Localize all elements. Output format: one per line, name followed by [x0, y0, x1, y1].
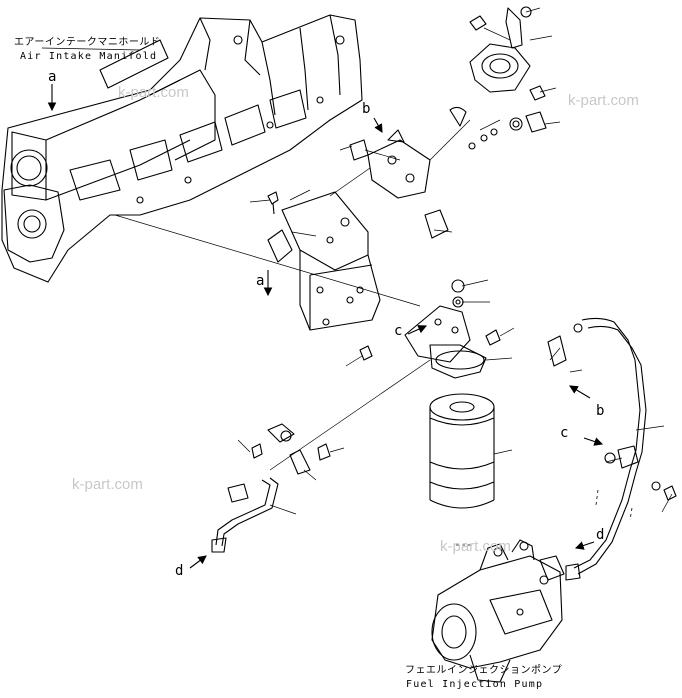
dashed-routes [456, 489, 633, 546]
fuel-pipe-right [565, 317, 647, 581]
filter-head [404, 305, 487, 379]
fuel-injection-pump [431, 539, 565, 683]
callout-c-right: c [560, 425, 569, 441]
callout-d-left: d [175, 563, 184, 579]
callout-a-bracket: a [256, 273, 265, 289]
pump-label-en: Fuel Injection Pump [406, 679, 544, 690]
callout-b-top: b [362, 101, 371, 117]
fuel-filter [429, 393, 495, 509]
callout-d-right: d [596, 527, 605, 543]
watermark: k-part.com [72, 476, 143, 493]
air-intake-manifold [1, 14, 363, 283]
bracket-plate [267, 191, 381, 331]
leader-lines [41, 7, 673, 515]
priming-pump [469, 6, 532, 93]
watermark: k-part.com [118, 84, 189, 101]
watermark: k-part.com [568, 92, 639, 109]
fittings-top-right [449, 15, 547, 150]
callout-c-head: c [394, 323, 403, 339]
callout-a-top: a [48, 69, 57, 85]
fuel-pipe-left [211, 423, 311, 553]
manifold-label-en: Air Intake Manifold [20, 51, 158, 62]
pump-label-jp: フェエルインジェクションポンプ [405, 665, 563, 676]
small-bracket [349, 129, 449, 239]
manifold-label-jp: エアーインテークマニホールド [14, 37, 161, 48]
callout-b-right: b [596, 403, 605, 419]
callout-arrows [47, 84, 604, 569]
watermark: k-part.com [440, 538, 511, 555]
